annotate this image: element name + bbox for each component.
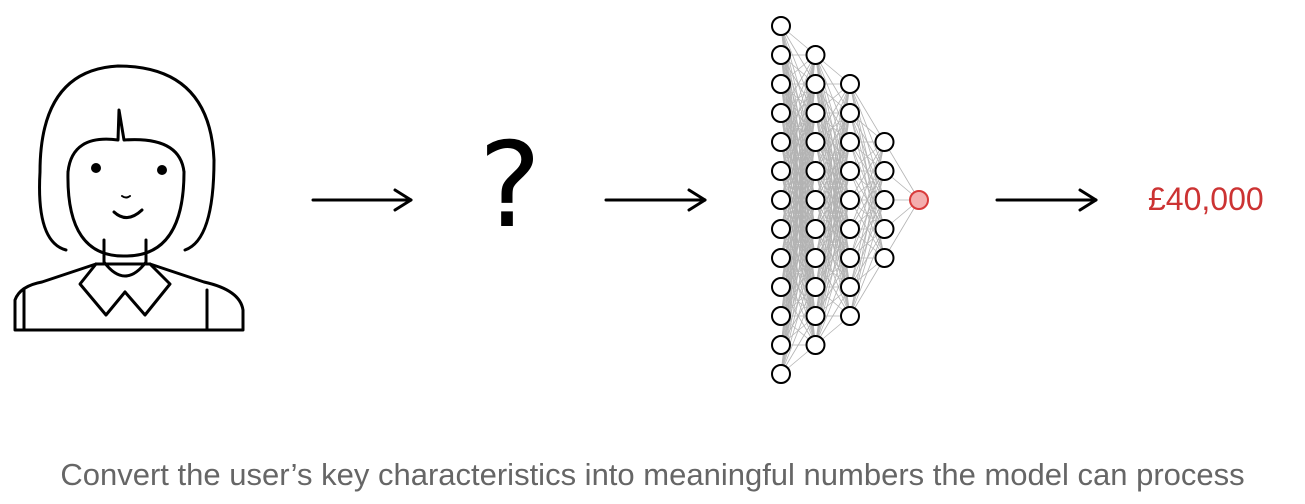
network-node [805, 45, 826, 65]
avatar-hair [38, 64, 216, 252]
avatar-nose [121, 195, 131, 199]
network-edge [780, 286, 816, 375]
avatar-eye-right [157, 165, 167, 175]
network-edge [780, 54, 816, 375]
network-edge [780, 54, 816, 143]
network-edge [780, 54, 816, 114]
arrow-icon-2 [604, 188, 707, 212]
network-edge [815, 286, 851, 346]
network-node [840, 74, 860, 94]
network-node [805, 103, 826, 123]
network-node [840, 248, 860, 268]
network-node [874, 132, 895, 152]
network-edge [849, 141, 885, 230]
network-edge [780, 141, 816, 375]
unknown-transform-symbol: ? [478, 116, 542, 254]
network-node [805, 190, 826, 210]
network-edge [815, 83, 851, 317]
neural-network-nodes [771, 16, 929, 384]
network-node [771, 190, 791, 210]
network-edge [780, 54, 816, 172]
output-node [909, 190, 929, 210]
network-edge [780, 54, 816, 288]
avatar-neck [102, 238, 148, 278]
avatar-smile [112, 208, 144, 219]
network-node [840, 306, 860, 326]
network-node [805, 277, 826, 297]
network-edge [815, 83, 851, 346]
network-node [840, 103, 860, 123]
avatar-fringe [66, 108, 186, 174]
network-node [771, 219, 791, 239]
network-node [874, 219, 895, 239]
network-node [805, 219, 826, 239]
network-node [840, 132, 860, 152]
network-node [874, 190, 895, 210]
network-edge [815, 228, 851, 346]
network-edge [849, 141, 885, 201]
network-edge [815, 83, 851, 201]
network-node [805, 132, 826, 152]
diagram-caption: Convert the user’s key characteristics i… [60, 457, 1245, 492]
network-node [771, 103, 791, 123]
network-edge [780, 315, 816, 375]
network-node [805, 335, 826, 355]
network-edge [780, 112, 816, 375]
network-edge [815, 112, 851, 346]
arrow-icon-1 [311, 188, 413, 212]
network-edge [849, 257, 885, 317]
network-edge [780, 54, 816, 317]
network-node [840, 190, 860, 210]
network-node [840, 277, 860, 297]
network-node [771, 248, 791, 268]
network-node [805, 248, 826, 268]
network-node [771, 364, 791, 384]
network-edge [780, 54, 816, 346]
network-node [771, 161, 791, 181]
network-node [771, 277, 791, 297]
network-node [874, 161, 895, 181]
avatar-eyes [91, 163, 167, 175]
avatar-eye-left [91, 163, 101, 173]
avatar-collar-right [123, 262, 172, 317]
network-edge [780, 257, 816, 375]
network-edge [884, 199, 920, 259]
network-node [805, 74, 826, 94]
arrow-icon-3 [995, 188, 1098, 212]
network-node [771, 45, 791, 65]
user-avatar-icon [13, 64, 245, 332]
network-node [805, 161, 826, 181]
network-node [840, 219, 860, 239]
avatar-collar-left [78, 262, 127, 317]
network-edge [780, 83, 816, 375]
network-edge [849, 141, 885, 259]
predicted-output-value: £40,000 [1148, 181, 1264, 217]
network-node [874, 248, 895, 268]
network-node [771, 16, 791, 36]
network-edge [815, 83, 851, 143]
network-edge [849, 83, 885, 143]
network-node [771, 335, 791, 355]
network-edge [884, 141, 920, 201]
network-edge [849, 199, 885, 317]
network-edge [815, 257, 851, 346]
arrows [311, 188, 1098, 212]
avatar-face [66, 170, 186, 258]
network-node [771, 74, 791, 94]
network-edge [815, 83, 851, 172]
network-node [771, 132, 791, 152]
network-node [771, 306, 791, 326]
network-node [805, 306, 826, 326]
network-node [840, 161, 860, 181]
network-edge [849, 228, 885, 317]
